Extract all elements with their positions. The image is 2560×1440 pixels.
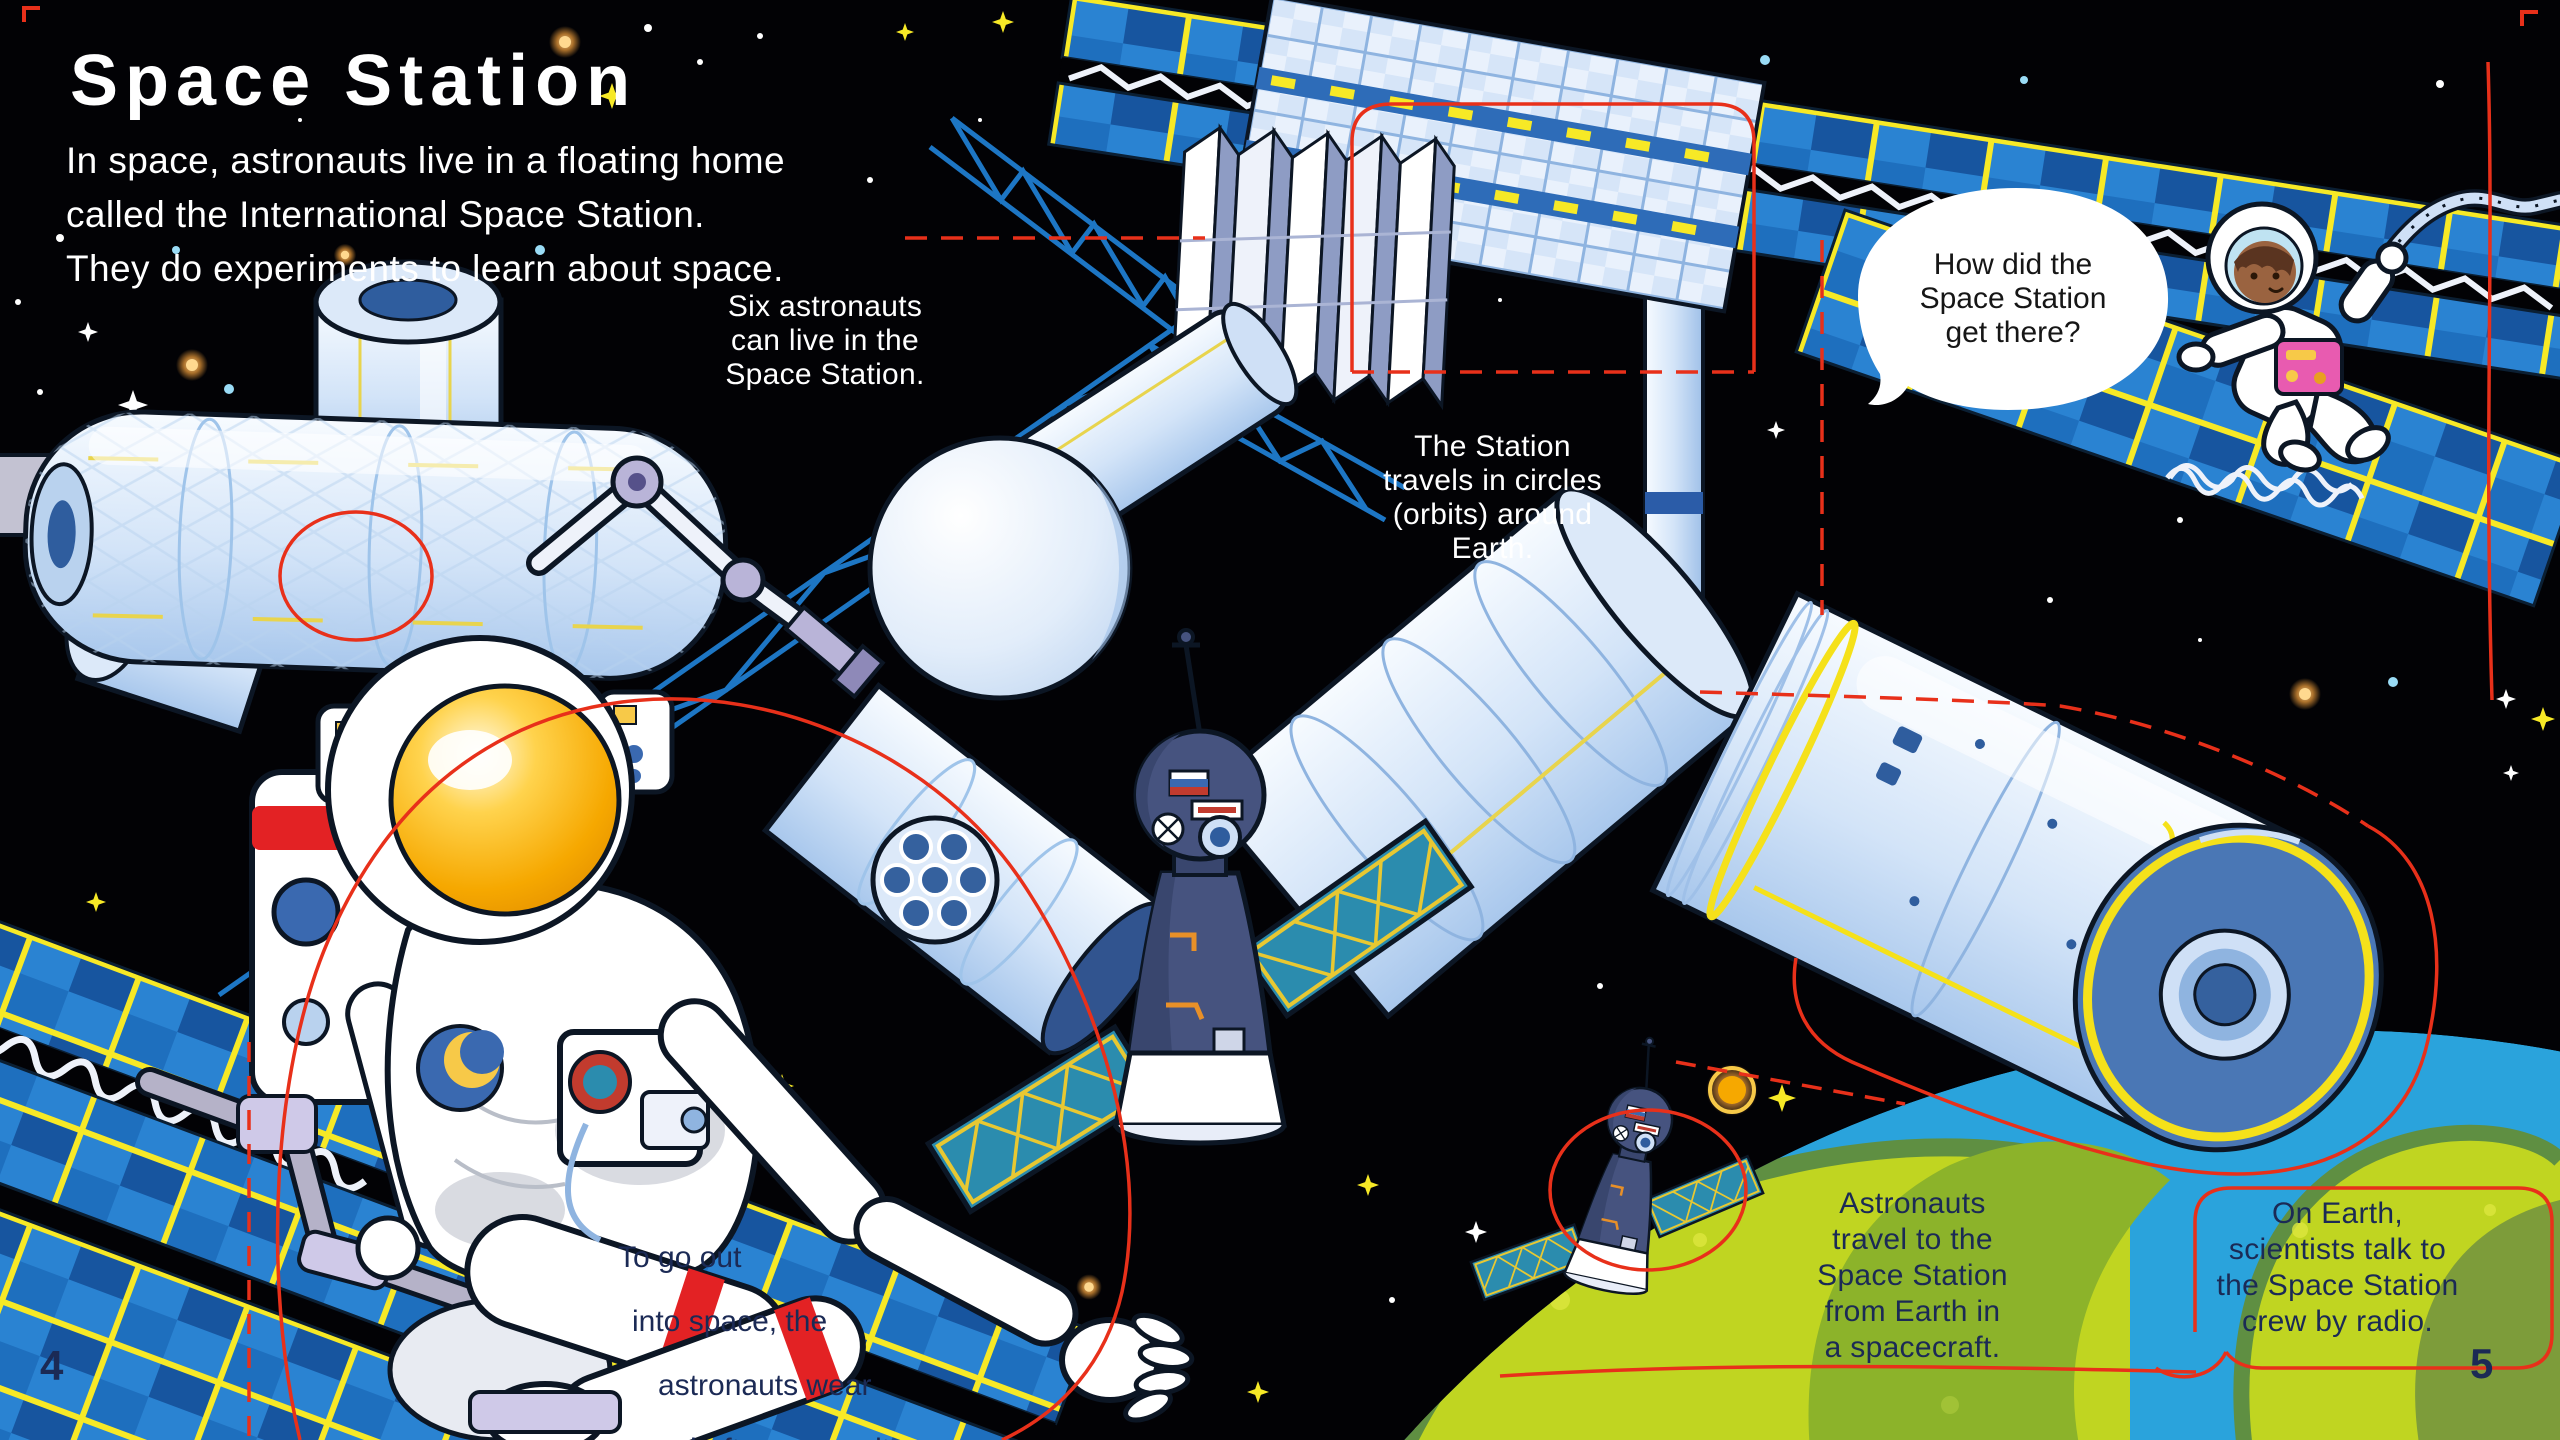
speech-bubble-text: How did the Space Station get there? <box>1919 248 2107 349</box>
intro-text: In space, astronauts live in a floating … <box>66 140 785 289</box>
caption-spacesuits-line: To go out <box>618 1241 742 1274</box>
module-right <box>1649 590 2384 1153</box>
caption-spacesuits: To go out into space, the astronauts wea… <box>618 1210 978 1440</box>
cupola-module <box>761 681 1168 1056</box>
chest-box-pink <box>2274 338 2344 396</box>
earth-land-green <box>1808 1141 2170 1440</box>
helmet-small <box>2205 201 2319 315</box>
hair <box>2234 246 2294 276</box>
robotic-arm <box>526 455 886 700</box>
page-title: Space Station <box>70 41 638 121</box>
stars <box>15 11 2555 1403</box>
flap-outlines <box>22 6 2554 1440</box>
cupola-windows <box>870 815 1000 945</box>
caption-radio: On Earth, scientists talk to the Space S… <box>2216 1197 2459 1338</box>
caption-spacesuits-line: into space, the <box>632 1305 828 1338</box>
caption-six-astronauts: Six astronauts can live in the Space Sta… <box>725 290 925 391</box>
cable-wave-small <box>2167 463 2354 494</box>
earth-land-olive <box>2415 1200 2560 1440</box>
glove-right <box>1059 1312 1195 1423</box>
cable-wave <box>2165 465 2365 508</box>
caption-spacecraft: Astronauts travel to the Space Station f… <box>1817 1187 2008 1364</box>
caption-spacesuits-line: hefty spacesuits. <box>690 1434 978 1440</box>
module-left <box>22 409 729 681</box>
caption-orbits: The Station travels in circles (orbits) … <box>1383 430 1602 565</box>
speech-bubble <box>1858 188 2169 410</box>
caption-spacesuits-line: astronauts wear <box>658 1369 872 1402</box>
sun-star <box>1706 1064 1758 1116</box>
visor <box>388 683 622 917</box>
chest-unit <box>557 1029 710 1243</box>
astronaut-floating <box>2167 189 2560 494</box>
page-number-left: 4 <box>40 1342 64 1389</box>
helmet <box>315 635 675 945</box>
earth <box>1080 1030 2560 1440</box>
hub-node <box>867 435 1133 701</box>
page-number-right: 5 <box>2470 1340 2494 1387</box>
astronaut-kneeling <box>236 635 1195 1440</box>
